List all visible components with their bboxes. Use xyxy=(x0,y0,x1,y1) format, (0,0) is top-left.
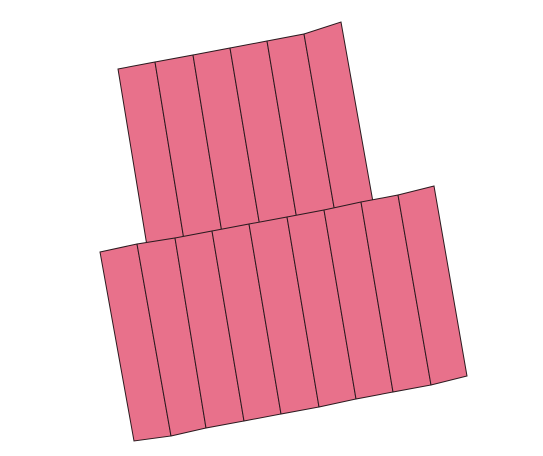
lower-block xyxy=(99,185,468,442)
lower-strip-9 xyxy=(397,185,468,386)
